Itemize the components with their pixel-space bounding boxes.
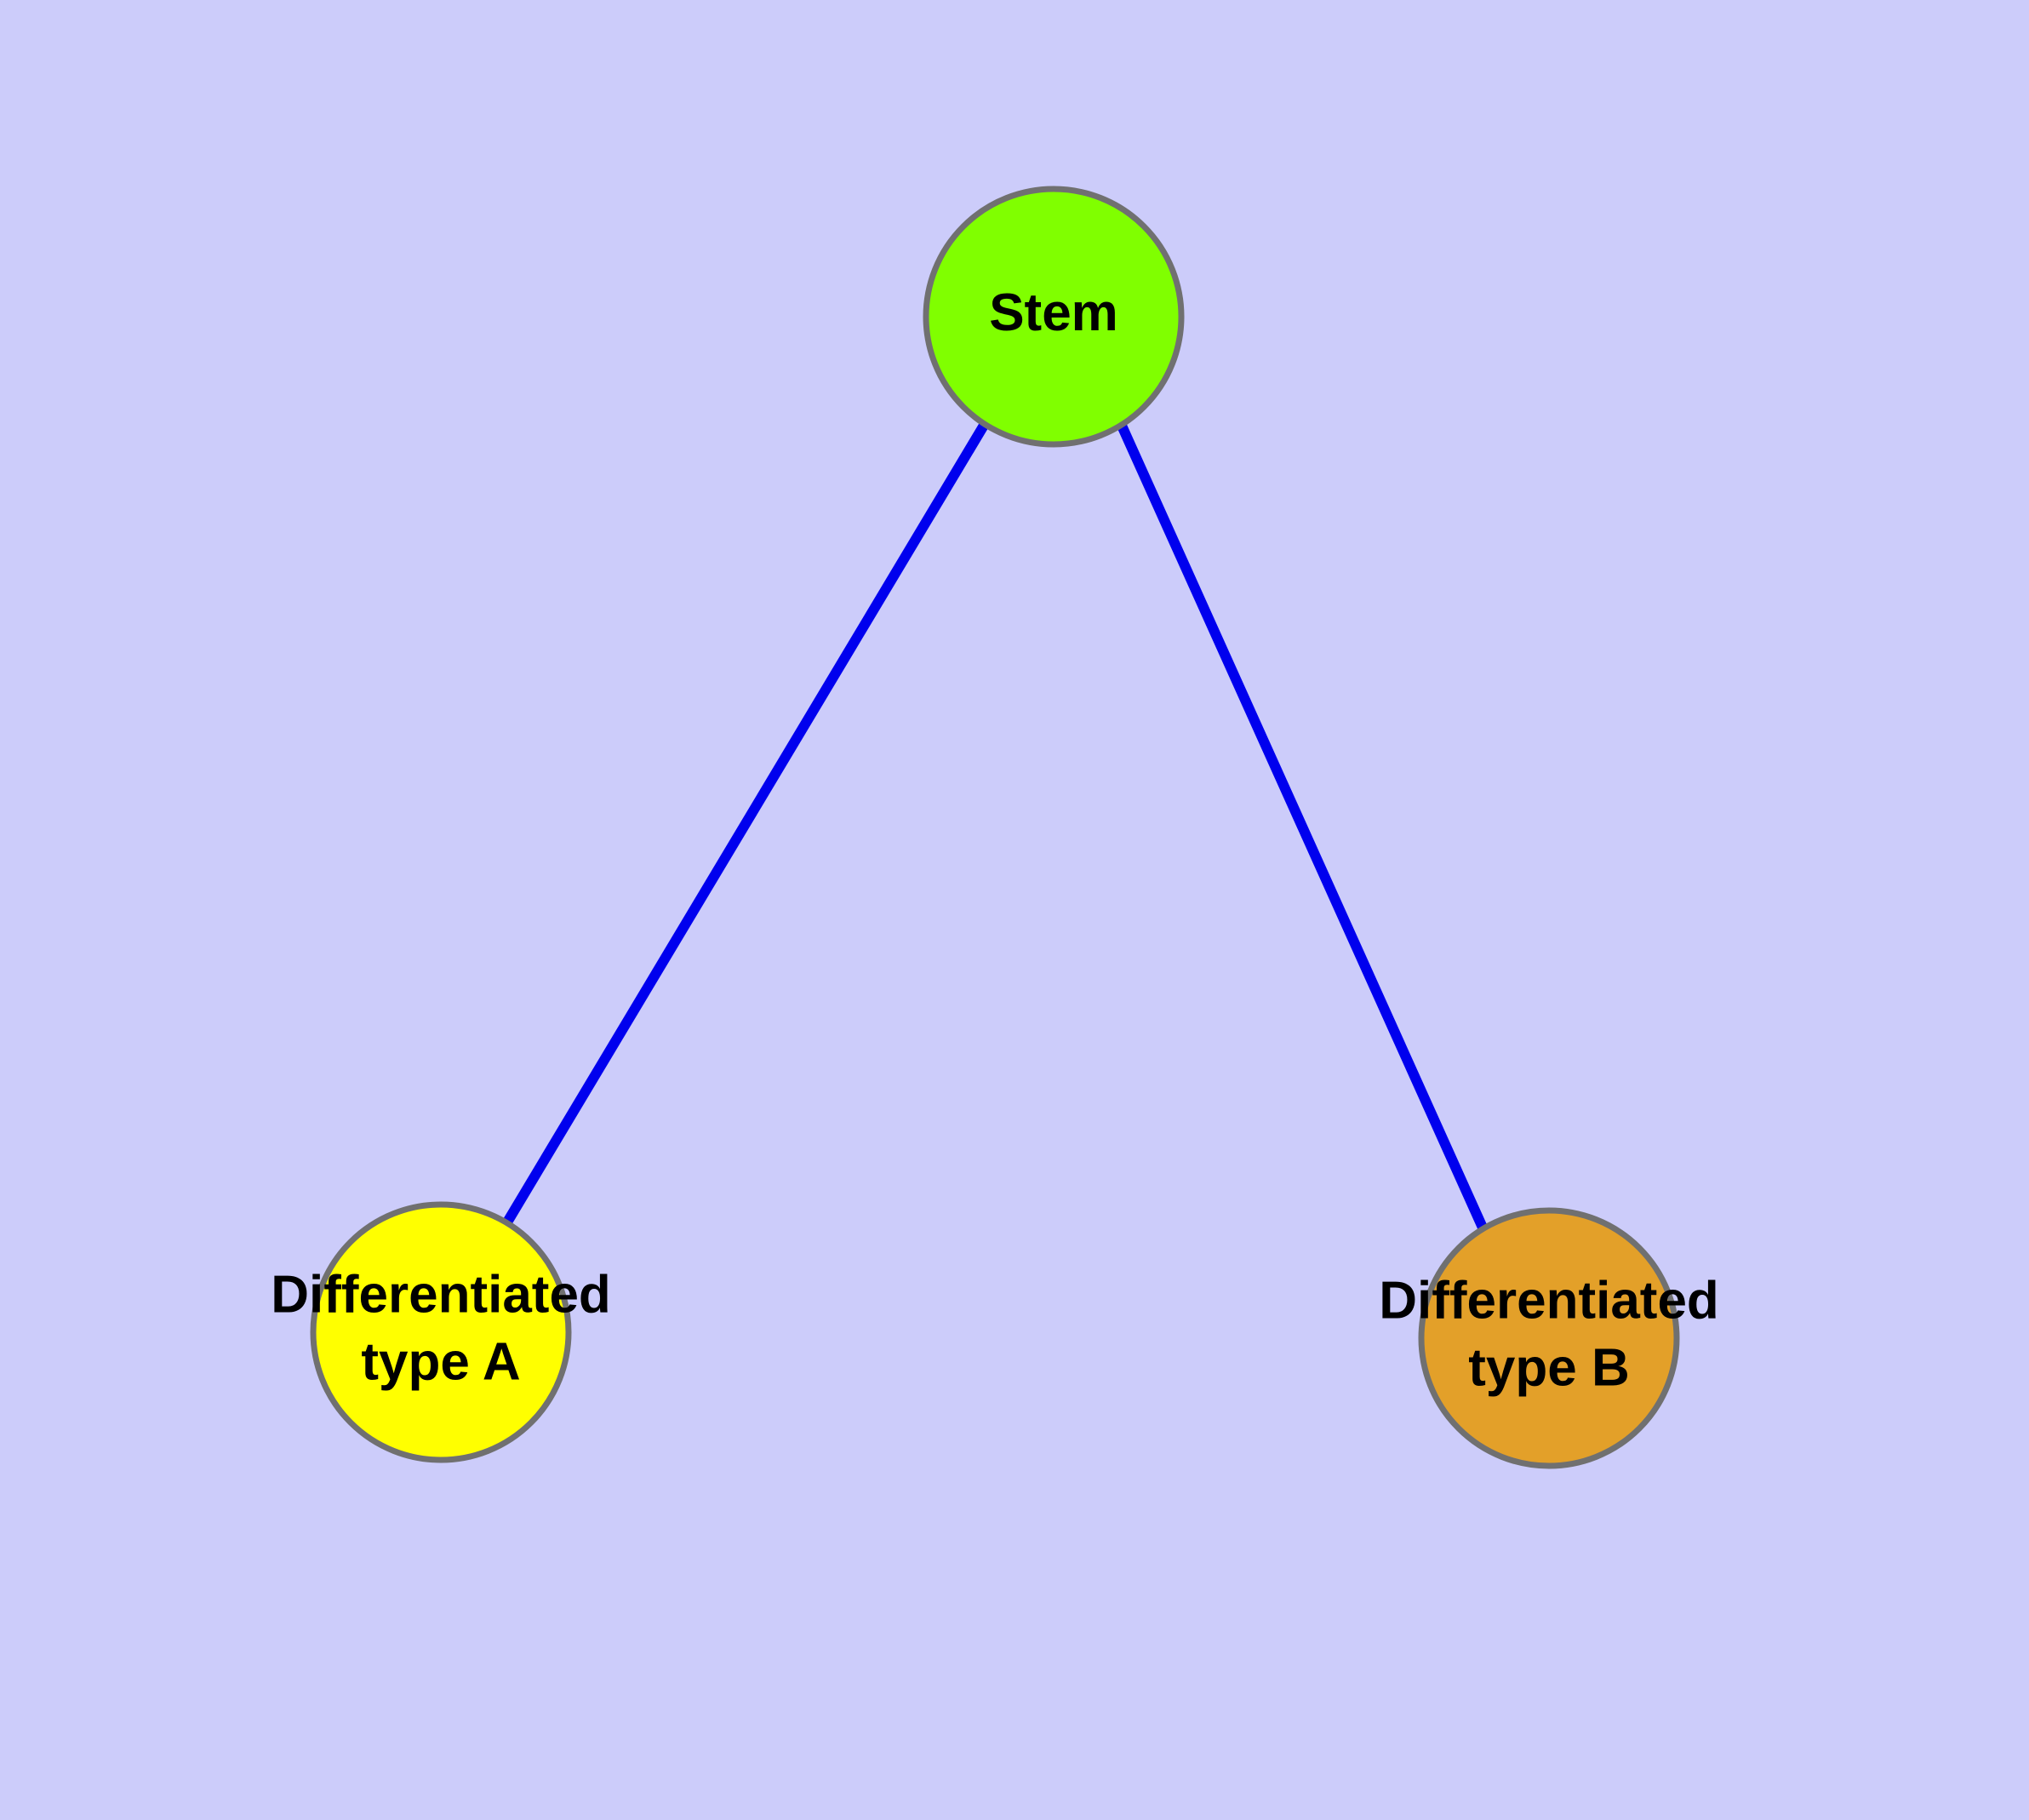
node-differentiated-type-b-circle[interactable]: [1418, 1207, 1680, 1469]
node-label-line: Differentiated: [1379, 1272, 1719, 1331]
edges-layer: [503, 421, 1488, 1230]
node-label-line: Stem: [989, 283, 1118, 342]
node-differentiated-type-b-label: Differentiated type B: [1379, 1272, 1719, 1398]
edge-stem-to-differentiated-type-b[interactable]: [1117, 423, 1488, 1230]
node-differentiated-type-a-circle[interactable]: [310, 1201, 572, 1463]
node-label-line: type A: [361, 1333, 520, 1392]
labels-layer: Stem Differentiated type A Differentiated…: [271, 283, 1719, 1398]
node-stem-circle[interactable]: [923, 186, 1185, 448]
node-label-line: type B: [1468, 1339, 1629, 1398]
nodes-layer: [310, 186, 1680, 1469]
node-stem-label: Stem: [989, 283, 1118, 342]
node-differentiated-type-a-label: Differentiated type A: [271, 1266, 611, 1392]
edge-stem-to-differentiated-type-a[interactable]: [503, 421, 990, 1224]
node-label-line: Differentiated: [271, 1266, 611, 1325]
